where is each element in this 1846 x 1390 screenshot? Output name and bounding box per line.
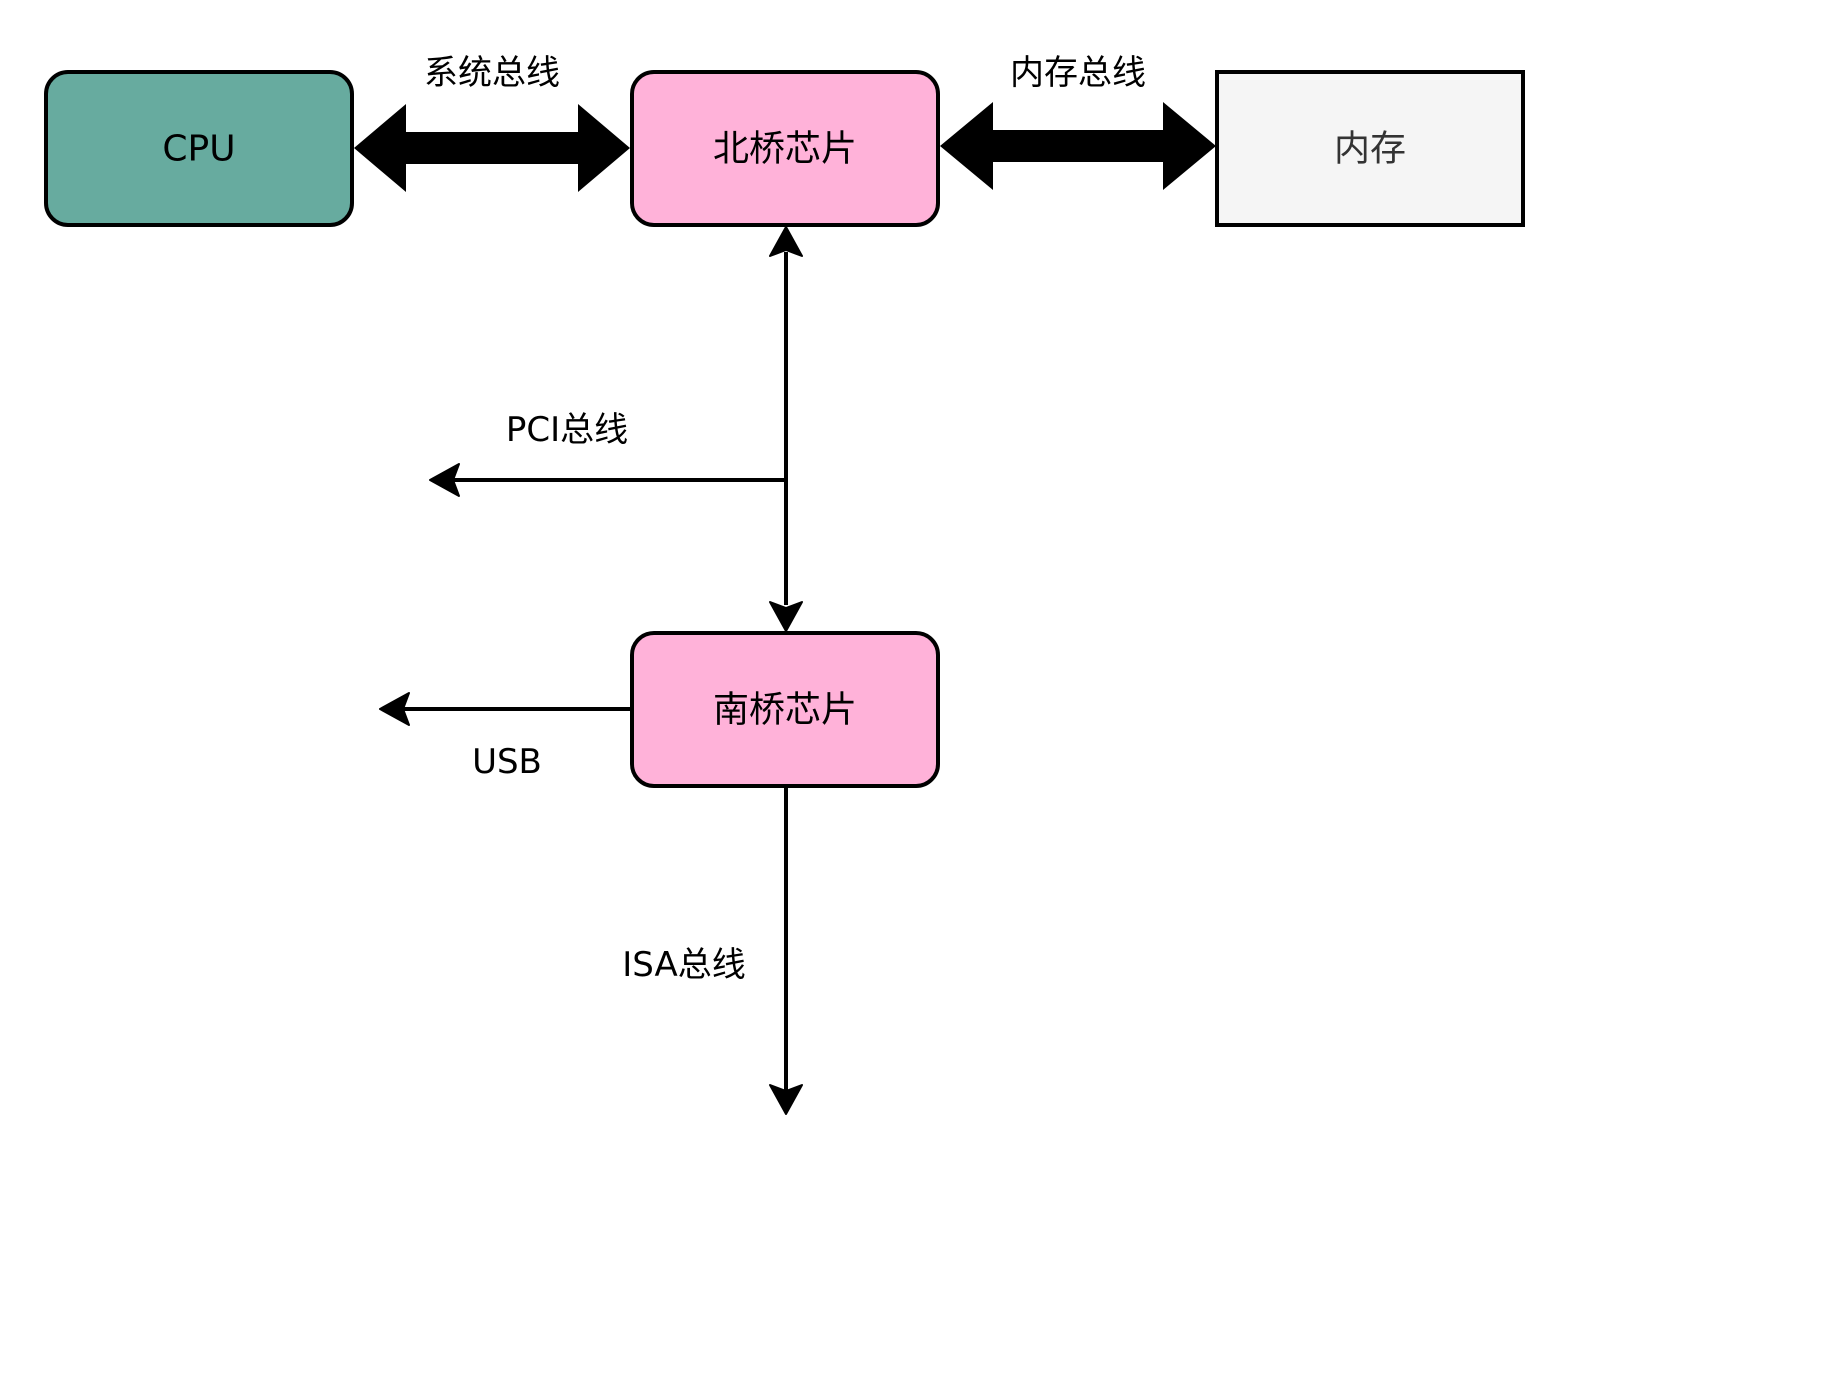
memory-node[interactable]: 内存 [1215,70,1525,227]
system-bus-arrow [354,104,630,192]
pci-bus-label: PCI总线 [506,410,628,450]
cpu-box [44,70,354,227]
bus-architecture-diagram: CPU 北桥芯片 内存 南桥芯片 系统总线 内存总线 PCI总线 USB [44,53,1525,1115]
isa-arrowhead [769,1084,803,1115]
isa-bus-link [769,788,803,1115]
system-bus-label: 系统总线 [424,53,560,93]
pci-bus-link [429,463,786,497]
northbridge-node[interactable]: 北桥芯片 [630,70,940,227]
memory-bus-arrow [940,102,1216,190]
down-arrowhead [769,601,803,632]
cpu-node[interactable]: CPU [44,70,354,227]
northbridge-southbridge-link [769,226,803,632]
memory-box [1215,70,1525,227]
memory-bus-label: 内存总线 [1010,53,1146,93]
northbridge-label: 北桥芯片 [713,129,857,170]
cpu-label: CPU [162,129,235,170]
usb-link [379,692,630,726]
memory-label: 内存 [1334,129,1406,170]
up-arrowhead [769,226,803,257]
usb-arrowhead [379,692,410,726]
isa-bus-label: ISA总线 [622,945,746,985]
southbridge-label: 南桥芯片 [713,690,857,731]
southbridge-box [630,631,940,788]
northbridge-box [630,70,940,227]
pci-arrowhead [429,463,460,497]
southbridge-node[interactable]: 南桥芯片 [630,631,940,788]
usb-label: USB [472,742,542,782]
